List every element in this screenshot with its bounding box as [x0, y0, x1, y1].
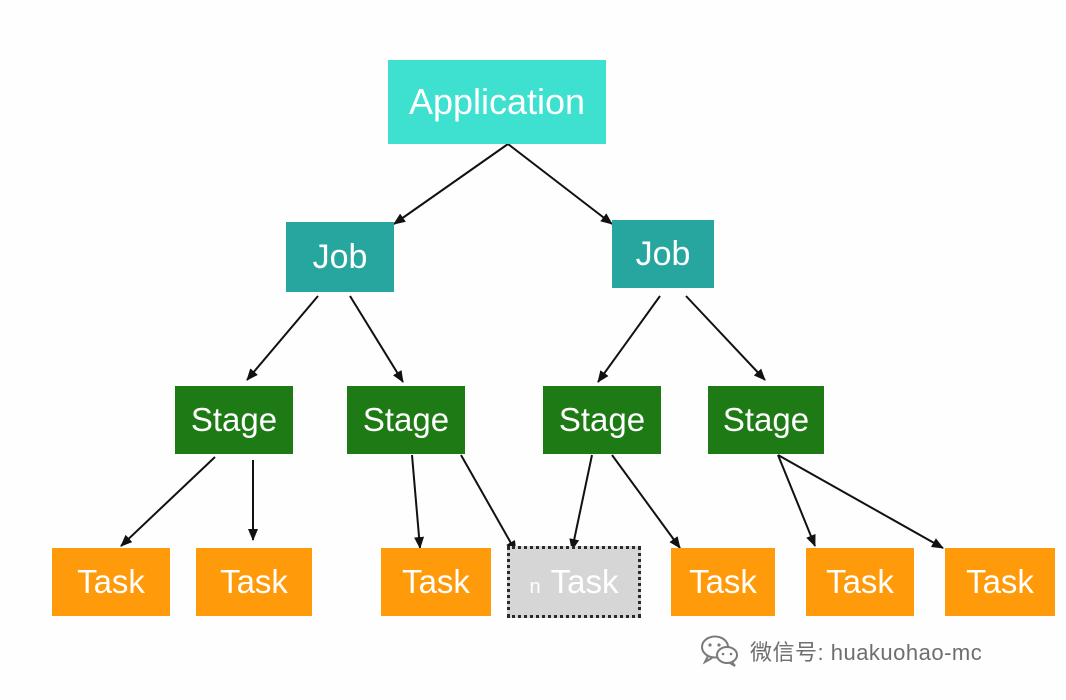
task-node-6: Task — [806, 548, 914, 616]
task-2-label: Task — [220, 563, 288, 600]
wechat-icon — [701, 635, 738, 667]
arrow-app-to-job-right — [507, 143, 613, 225]
task-1-label: Task — [77, 563, 145, 600]
arrow-stage-4-to-task-6 — [777, 454, 816, 547]
job-left-label: Job — [312, 237, 368, 276]
application-node: Application — [388, 60, 606, 144]
job-right-label: Job — [635, 234, 691, 273]
arrow-stage-4-to-task-7 — [777, 454, 944, 549]
stage-node-3: Stage — [543, 386, 661, 454]
task-3-label: Task — [402, 563, 470, 600]
arrow-stage-3-to-task-5 — [611, 454, 681, 549]
task-node-7: Task — [945, 548, 1055, 616]
job-node-left: Job — [286, 222, 394, 292]
watermark-text: 微信号: huakuohao-mc — [750, 640, 983, 665]
task-node-5: Task — [671, 548, 775, 616]
task-node-3: Task — [381, 548, 491, 616]
arrow-job-right-to-stage-4 — [685, 295, 766, 381]
stage-node-1: Stage — [175, 386, 293, 454]
task-node-1: Task — [52, 548, 170, 616]
task-4-label: Task — [550, 563, 619, 600]
stage-2-label: Stage — [362, 401, 450, 438]
arrow-stage-3-to-task-4 — [569, 454, 593, 551]
stage-node-2: Stage — [347, 386, 465, 454]
arrow-app-to-job-left — [393, 143, 509, 225]
stage-3-label: Stage — [558, 401, 646, 438]
stage-4-label: Stage — [722, 401, 810, 438]
task-6-label: Task — [826, 563, 894, 600]
arrow-stage-1-to-task-1 — [120, 456, 216, 547]
task-4-prefix: n — [529, 575, 541, 598]
arrow-stage-2-to-task-4 — [460, 454, 517, 553]
arrow-job-left-to-stage-2 — [349, 295, 404, 383]
job-node-right: Job — [612, 220, 714, 288]
task-5-label: Task — [689, 563, 757, 600]
stage-node-4: Stage — [708, 386, 824, 454]
task-node-2: Task — [196, 548, 312, 616]
task-node-4-placeholder: n Task — [507, 546, 641, 618]
arrow-stage-2-to-task-3 — [411, 454, 425, 549]
stage-1-label: Stage — [190, 401, 278, 438]
arrow-job-right-to-stage-3 — [597, 295, 661, 383]
application-label: Application — [408, 81, 586, 122]
arrow-job-left-to-stage-1 — [246, 295, 319, 381]
task-7-label: Task — [966, 563, 1034, 600]
watermark: 微信号: huakuohao-mc — [700, 634, 982, 668]
